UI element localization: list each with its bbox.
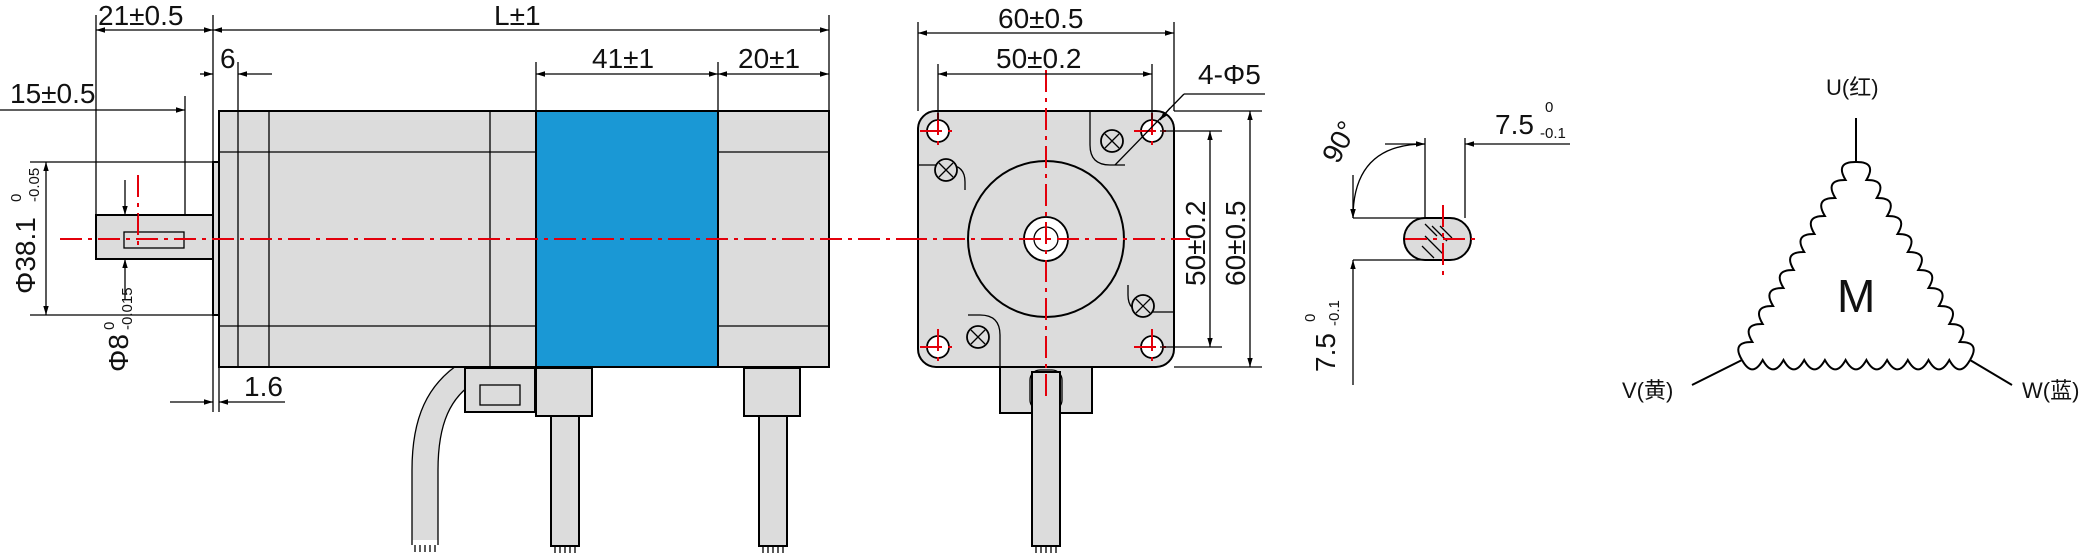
side-view: 21±0.5 L±1 6 41±1 20±1 15±0.5 Φ38.1 0 -0… bbox=[0, 0, 910, 553]
shaft-dim-left: 7.5 bbox=[1310, 333, 1341, 372]
wiring-diagram: M U(红) V(黄) W(蓝) bbox=[1622, 75, 2079, 403]
side-shaft bbox=[95, 214, 214, 260]
coil-left bbox=[1737, 160, 1857, 361]
side-dim-pilot-tol-upper: 0 bbox=[8, 194, 25, 202]
side-dim-pilot-tol-lower: -0.05 bbox=[26, 168, 43, 202]
side-connector-a bbox=[535, 367, 593, 417]
front-screw-2 bbox=[1100, 129, 1124, 153]
side-dim-1-6: 1.6 bbox=[244, 371, 283, 402]
shaft-dim-top-tol-lower: -0.1 bbox=[1540, 125, 1566, 142]
front-cable bbox=[1031, 371, 1061, 547]
side-connector-small-inner bbox=[479, 384, 521, 406]
front-cable-end bbox=[1035, 546, 1057, 553]
side-dim-shaft-dia: Φ8 bbox=[103, 334, 134, 372]
side-cable-1-end bbox=[414, 545, 436, 552]
front-dim-outer-w: 60±0.5 bbox=[998, 3, 1083, 34]
shaft-dim-left-tol-upper: 0 bbox=[1302, 314, 1319, 322]
wiring-center: M bbox=[1837, 270, 1875, 322]
side-dim-6: 6 bbox=[220, 43, 236, 74]
shaft-section bbox=[1403, 217, 1472, 261]
front-view: 60±0.5 50±0.2 4-Φ5 50±0.2 60±0.5 bbox=[905, 3, 1265, 553]
front-screw-3 bbox=[1131, 294, 1155, 318]
side-dim-band: 41±1 bbox=[592, 43, 654, 74]
side-dim-flange: 21±0.5 bbox=[98, 0, 183, 31]
shaft-angle: 90° bbox=[1316, 116, 1363, 168]
side-cable-2-end bbox=[554, 546, 576, 553]
shaft-dim-left-tol-lower: -0.1 bbox=[1326, 300, 1343, 326]
wiring-u: U(红) bbox=[1826, 75, 1879, 100]
side-dim-shaft-dia-tol-lower: -0.015 bbox=[119, 287, 136, 330]
side-cable-3-end bbox=[762, 546, 784, 553]
shaft-dim-top: 7.5 bbox=[1495, 109, 1534, 140]
side-dim-shaft-dia-tol-upper: 0 bbox=[101, 322, 118, 330]
front-dim-hole-w: 50±0.2 bbox=[996, 43, 1081, 74]
front-dim-hole-h: 50±0.2 bbox=[1180, 201, 1211, 286]
side-connector-b bbox=[743, 367, 801, 417]
front-screw-1 bbox=[934, 158, 958, 182]
wiring-v: V(黄) bbox=[1622, 378, 1673, 403]
side-dim-tail: 20±1 bbox=[738, 43, 800, 74]
shaft-dim-top-tol-upper: 0 bbox=[1545, 99, 1553, 116]
front-dim-holes: 4-Φ5 bbox=[1198, 59, 1261, 90]
wiring-w: W(蓝) bbox=[2022, 378, 2079, 403]
front-screw-4 bbox=[966, 325, 990, 349]
coil-right bbox=[1855, 160, 1975, 361]
side-dim-pilot: Φ38.1 bbox=[10, 217, 41, 294]
coil-bottom bbox=[1741, 357, 1971, 371]
side-dim-shaft: 15±0.5 bbox=[10, 78, 95, 109]
front-dim-outer-h: 60±0.5 bbox=[1220, 201, 1251, 286]
side-cable-1 bbox=[412, 359, 478, 540]
side-cable-2 bbox=[550, 415, 580, 547]
side-dim-length: L±1 bbox=[494, 0, 541, 31]
shaft-detail: 7.5 0 -0.1 90° 7.5 0 -0.1 bbox=[1302, 99, 1570, 385]
side-cable-3 bbox=[758, 415, 788, 547]
